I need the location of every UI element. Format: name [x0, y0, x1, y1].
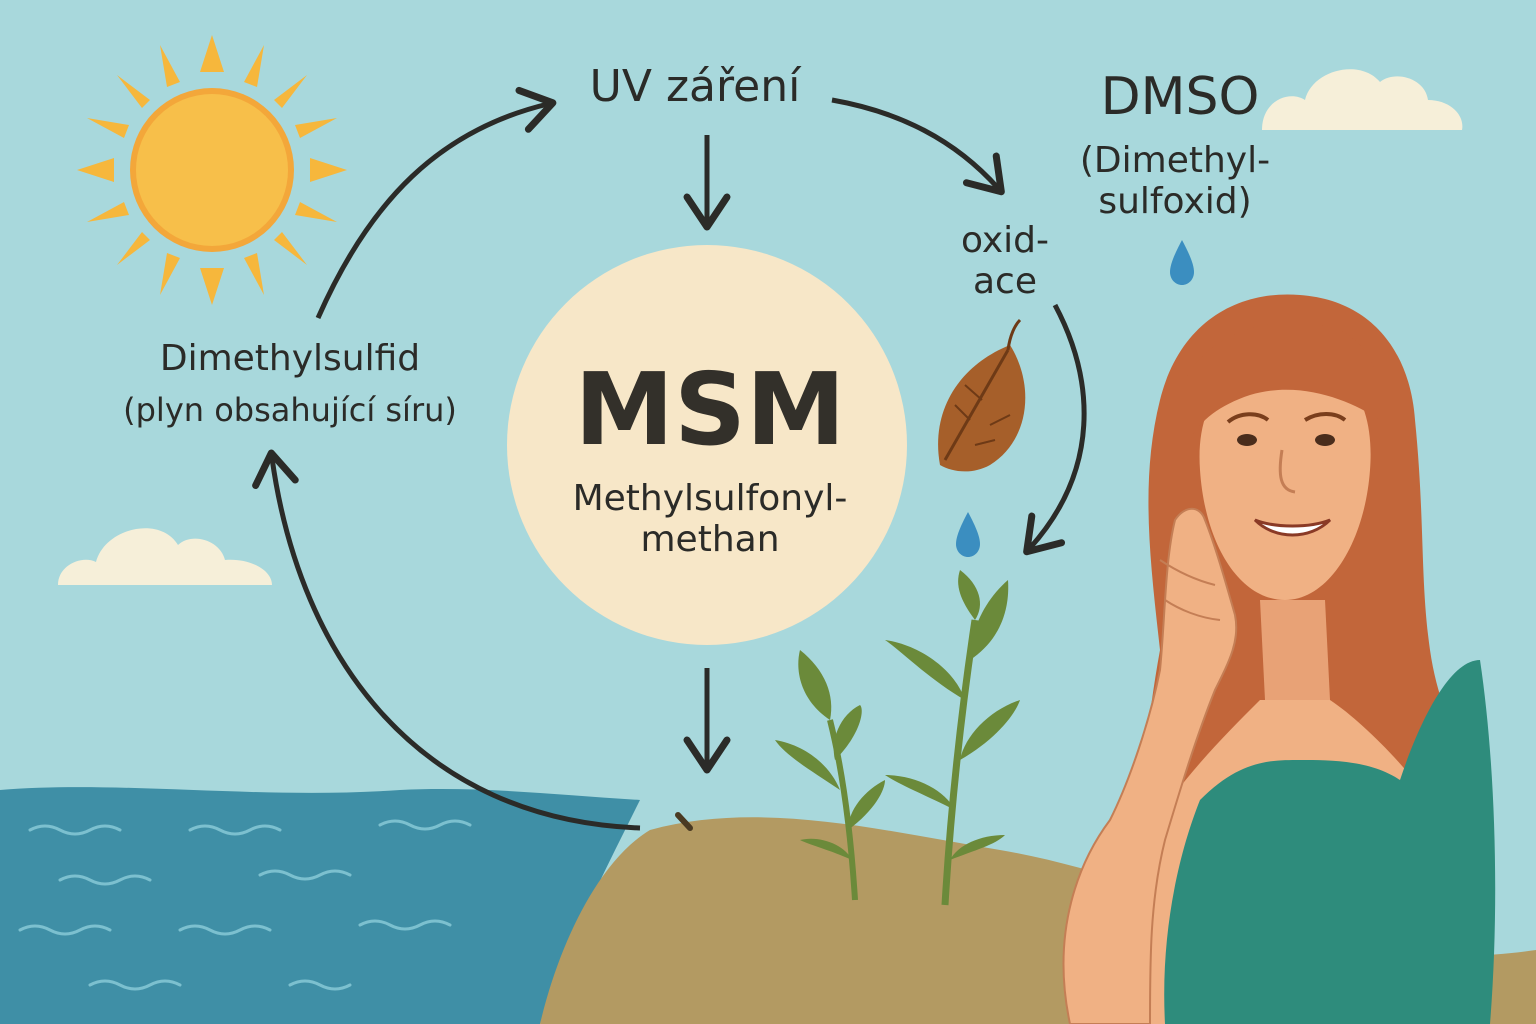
leaf-icon [938, 318, 1026, 472]
dmso-title: DMSO [1100, 67, 1260, 127]
arrow-oxidation-to-ground [1023, 303, 1087, 556]
msm-title: MSM [574, 351, 846, 468]
arrow-dms-to-uv [315, 86, 557, 320]
msm-circle [507, 245, 907, 645]
water-drop-icon [956, 512, 980, 557]
arrow-ground-to-dms [252, 449, 641, 831]
sun-icon [77, 35, 347, 305]
sea [0, 787, 640, 1024]
uv-radiation-label: UV záření [589, 61, 801, 112]
woman-illustration [1062, 294, 1496, 1024]
cloud-icon [1262, 69, 1463, 130]
dmso-subtitle: (Dimethyl- sulfoxid) [1079, 140, 1271, 223]
dms-title: Dimethylsulfid [159, 338, 421, 379]
sea-waves [18, 819, 472, 991]
plant-icon [775, 650, 885, 901]
cloud-icon [58, 528, 272, 585]
dms-subtitle: (plyn obsahující síru) [123, 391, 457, 429]
arrow-uv-to-oxidation [831, 97, 1005, 196]
plant-icon [885, 570, 1020, 906]
oxidation-label: oxid- ace [960, 220, 1050, 303]
ground-seed [675, 812, 693, 831]
water-drop-icon [1170, 240, 1194, 285]
msm-subtitle: Methylsulfonyl- methan [572, 478, 848, 561]
